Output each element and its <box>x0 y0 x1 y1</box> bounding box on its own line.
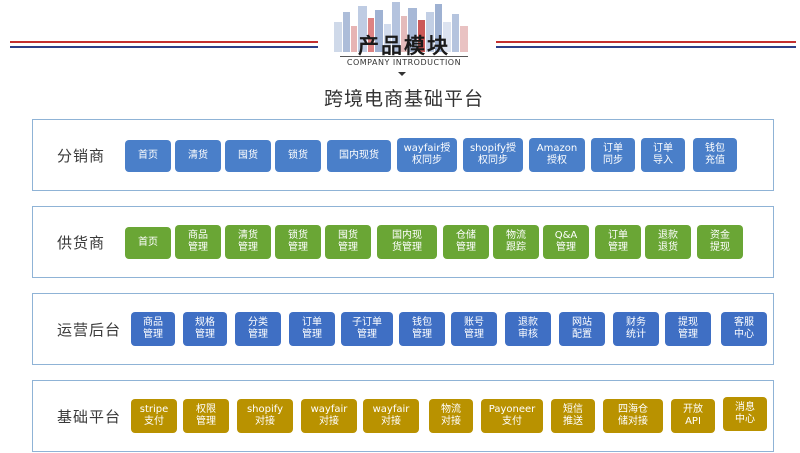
row-operations: 运营后台 商品 管理 规格 管理 分类 管理 订单 管理 子订单 管理 钱包 管… <box>32 293 774 365</box>
module-button[interactable]: 商品 管理 <box>131 312 175 346</box>
module-button[interactable]: 首页 <box>125 227 171 259</box>
module-button[interactable]: Q&A 管理 <box>543 225 589 259</box>
header-rule-blue-left <box>10 46 318 48</box>
module-button[interactable]: 退款 退货 <box>645 225 691 259</box>
module-button[interactable]: 物流 跟踪 <box>493 225 539 259</box>
module-button[interactable]: 订单 同步 <box>591 138 635 172</box>
module-button[interactable]: 订单 导入 <box>641 138 685 172</box>
module-button[interactable]: wayfair 对接 <box>301 399 357 433</box>
title-underline <box>340 56 468 57</box>
module-button[interactable]: 清货 管理 <box>225 225 271 259</box>
row-supplier: 供货商 首页 商品 管理 清货 管理 锁货 管理 囤货 管理 国内现 货管理 仓… <box>32 206 774 278</box>
module-button[interactable]: 四海仓 储对接 <box>603 399 663 433</box>
module-button[interactable]: 客服 中心 <box>721 312 767 346</box>
city-skyline-icon <box>334 2 468 52</box>
module-button[interactable]: 开放 API <box>671 399 715 433</box>
header-rule-red-left <box>10 41 318 43</box>
row-label: 供货商 <box>57 233 106 252</box>
module-button[interactable]: 商品 管理 <box>175 225 221 259</box>
module-button[interactable]: shopify 对接 <box>237 399 293 433</box>
row-distributor: 分销商 首页 清货 囤货 锁货 国内现货 wayfair授 权同步 shopif… <box>32 119 774 191</box>
module-button[interactable]: 资金 提现 <box>697 225 743 259</box>
module-button[interactable]: 订单 管理 <box>595 225 641 259</box>
module-button[interactable]: wayfair授 权同步 <box>397 138 457 172</box>
module-button[interactable]: 锁货 <box>275 140 321 172</box>
module-button[interactable]: 物流 对接 <box>429 399 473 433</box>
module-button[interactable]: 仓储 管理 <box>443 225 489 259</box>
module-button[interactable]: 订单 管理 <box>289 312 335 346</box>
module-button[interactable]: 短信 推送 <box>551 399 595 433</box>
module-button[interactable]: 国内现 货管理 <box>377 225 437 259</box>
module-button[interactable]: 国内现货 <box>327 140 391 172</box>
header-rule-blue-right <box>496 46 796 48</box>
arrow-down-icon <box>398 72 406 76</box>
module-button[interactable]: 规格 管理 <box>183 312 227 346</box>
module-button[interactable]: 钱包 充值 <box>693 138 737 172</box>
module-button[interactable]: Amazon 授权 <box>529 138 585 172</box>
module-button[interactable]: 网站 配置 <box>559 312 605 346</box>
row-base-platform: 基础平台 stripe 支付 权限 管理 shopify 对接 wayfair … <box>32 380 774 452</box>
module-button[interactable]: shopify授 权同步 <box>463 138 523 172</box>
platform-title: 跨境电商基础平台 <box>323 88 484 110</box>
module-button[interactable]: 囤货 <box>225 140 271 172</box>
module-button[interactable]: 退款 审核 <box>505 312 551 346</box>
row-label: 基础平台 <box>57 407 122 426</box>
module-button[interactable]: 钱包 管理 <box>399 312 445 346</box>
module-button[interactable]: 权限 管理 <box>183 399 229 433</box>
module-button[interactable]: 子订单 管理 <box>341 312 393 346</box>
page-subtitle-en: COMPANY INTRODUCTION <box>346 58 462 67</box>
header-rule-red-right <box>496 41 796 43</box>
module-button[interactable]: 提现 管理 <box>665 312 711 346</box>
row-label: 运营后台 <box>57 320 122 339</box>
module-button[interactable]: 锁货 管理 <box>275 225 321 259</box>
module-button[interactable]: 首页 <box>125 140 171 172</box>
module-button[interactable]: 财务 统计 <box>613 312 659 346</box>
module-button[interactable]: stripe 支付 <box>131 399 177 433</box>
module-button[interactable]: wayfair 对接 <box>363 399 419 433</box>
module-button[interactable]: 清货 <box>175 140 221 172</box>
row-label: 分销商 <box>57 146 106 165</box>
module-button[interactable]: 囤货 管理 <box>325 225 371 259</box>
module-button[interactable]: 分类 管理 <box>235 312 281 346</box>
page-title: 产品模块 <box>358 34 450 58</box>
module-button[interactable]: 账号 管理 <box>451 312 497 346</box>
module-button[interactable]: 消息 中心 <box>723 397 767 431</box>
module-button[interactable]: Payoneer 支付 <box>481 399 543 433</box>
